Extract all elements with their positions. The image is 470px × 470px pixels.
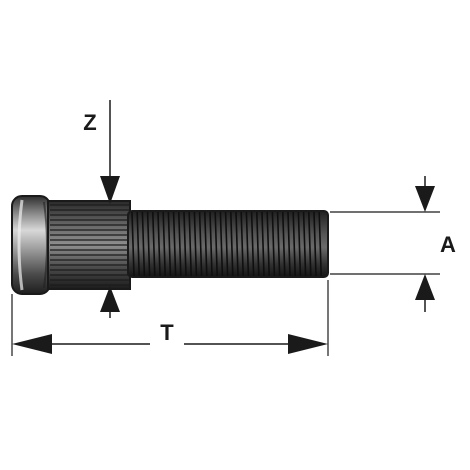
thread-groove	[240, 211, 244, 277]
bolt-threaded-section	[127, 210, 329, 278]
thread-groove	[261, 211, 265, 277]
thread-groove	[157, 211, 161, 277]
bolt-head	[11, 195, 51, 295]
thread-groove	[162, 211, 166, 277]
thread-groove	[146, 211, 151, 277]
bolt	[11, 195, 329, 295]
thread-groove	[219, 211, 224, 277]
thread-groove	[313, 211, 317, 277]
thread-groove	[250, 211, 255, 277]
dimension-a-label: A	[440, 232, 456, 257]
thread-groove	[230, 211, 234, 277]
thread-groove	[245, 211, 250, 277]
arrow-down-icon	[100, 176, 120, 204]
thread-groove	[167, 211, 172, 277]
thread-groove	[256, 211, 260, 277]
dimension-a: A	[330, 176, 456, 312]
thread-groove	[266, 211, 270, 277]
thread-groove	[183, 211, 187, 277]
thread-groove	[297, 211, 302, 277]
thread-groove	[308, 211, 312, 277]
thread-groove	[292, 211, 296, 277]
thread-groove	[209, 211, 213, 277]
bolt-knurled-shank	[47, 200, 131, 290]
thread-groove	[224, 211, 229, 277]
thread-groove	[214, 211, 218, 277]
arrow-down-icon	[415, 186, 435, 212]
thread-groove	[152, 211, 156, 277]
thread-groove	[204, 211, 208, 277]
arrow-up-icon	[415, 274, 435, 300]
dimension-z: Z	[83, 100, 120, 318]
thread-groove	[302, 211, 307, 277]
thread-groove	[172, 211, 177, 277]
arrow-up-icon	[100, 286, 120, 312]
thread-groove	[131, 211, 135, 277]
thread-groove	[136, 211, 140, 277]
arrow-right-icon	[288, 334, 328, 354]
thread-groove	[271, 211, 276, 277]
dimension-z-label: Z	[83, 110, 96, 135]
dimension-t-label: T	[160, 320, 174, 345]
thread-groove	[193, 211, 198, 277]
thread-groove	[318, 211, 322, 277]
arrow-left-icon	[12, 334, 52, 354]
thread-groove	[188, 211, 192, 277]
dimension-t: T	[11, 280, 329, 356]
thread-groove	[141, 211, 146, 277]
thread-groove	[287, 211, 291, 277]
thread-groove	[178, 211, 182, 277]
thread-groove	[276, 211, 281, 277]
thread-groove	[198, 211, 203, 277]
thread-groove	[282, 211, 286, 277]
thread-groove	[235, 211, 239, 277]
